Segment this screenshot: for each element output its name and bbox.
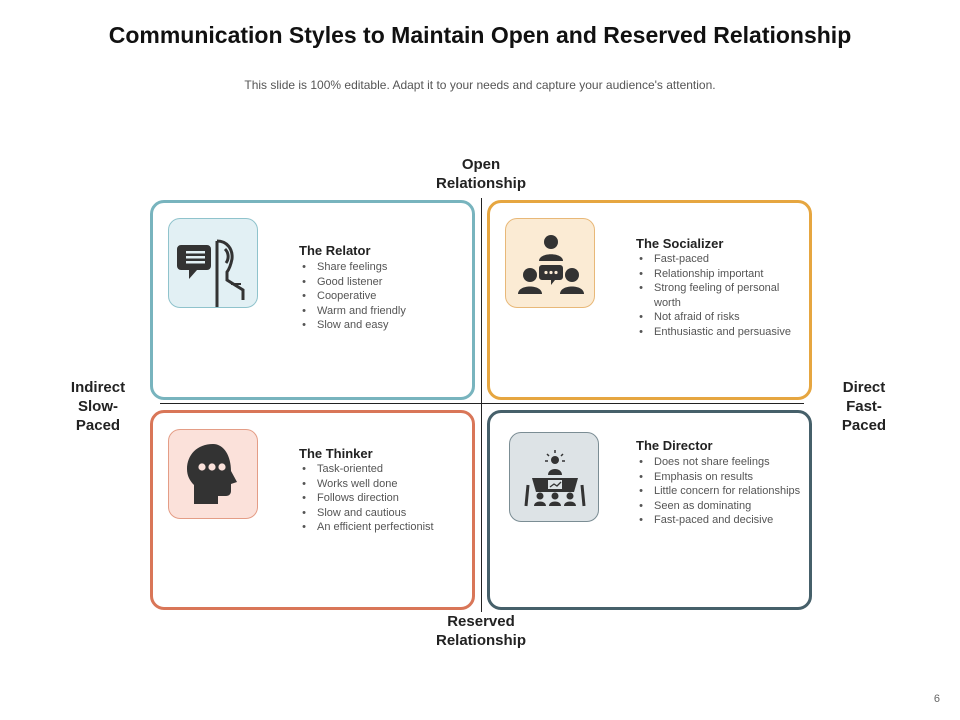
list-item: Good listener — [299, 275, 469, 290]
heading-socializer: The Socializer — [636, 236, 724, 251]
axis-label-left-line: Slow- — [78, 398, 118, 415]
axis-label-right-line: Paced — [841, 417, 887, 434]
vertical-axis — [481, 198, 482, 612]
axis-label-right-line: Fast- — [846, 398, 882, 415]
axis-label-right-line: Direct — [842, 379, 886, 396]
meeting-table-icon — [509, 432, 599, 522]
axis-label-left-line: Indirect — [70, 379, 126, 396]
thinking-head-icon — [168, 429, 258, 519]
axis-label-top-line: Relationship — [435, 175, 526, 192]
list-item: An efficient perfectionist — [299, 520, 469, 535]
list-item: Task-oriented — [299, 462, 469, 477]
list-item: Emphasis on results — [636, 470, 806, 485]
list-relator: Share feelings Good listener Cooperative… — [299, 260, 469, 333]
heading-relator: The Relator — [299, 243, 371, 258]
page-subtitle: This slide is 100% editable. Adapt it to… — [244, 78, 716, 92]
list-item: Relationship important — [636, 267, 806, 282]
axis-label-right: Direct Fast- Paced — [824, 378, 904, 435]
list-item: Enthusiastic and persuasive — [636, 325, 806, 340]
list-item: Does not share feelings — [636, 455, 806, 470]
list-item: Follows direction — [299, 491, 469, 506]
axis-label-bottom: Reserved Relationship — [421, 612, 541, 650]
group-chat-icon — [505, 218, 595, 308]
page-number: 6 — [933, 693, 940, 705]
list-item: Slow and easy — [299, 318, 469, 333]
axis-label-left: Indirect Slow- Paced — [58, 378, 138, 435]
list-item: Fast-paced and decisive — [636, 513, 806, 528]
list-item: Share feelings — [299, 260, 469, 275]
axis-label-top: Open Relationship — [421, 155, 541, 193]
horizontal-axis — [160, 403, 804, 404]
list-item: Slow and cautious — [299, 506, 469, 521]
axis-label-bottom-line: Relationship — [435, 632, 526, 649]
axis-label-left-line: Paced — [75, 417, 121, 434]
list-socializer: Fast-paced Relationship important Strong… — [636, 252, 806, 339]
list-item: Strong feeling of personal worth — [636, 281, 806, 310]
list-item: Little concern for relationships — [636, 484, 806, 499]
heading-director: The Director — [636, 438, 713, 453]
axis-label-bottom-line: Reserved — [447, 613, 515, 630]
speech-bubble-person-icon — [168, 218, 258, 308]
list-item: Not afraid of risks — [636, 310, 806, 325]
list-thinker: Task-oriented Works well done Follows di… — [299, 462, 469, 535]
list-item: Fast-paced — [636, 252, 806, 267]
axis-label-top-line: Open — [461, 156, 501, 173]
list-item: Seen as dominating — [636, 499, 806, 514]
page-title: Communication Styles to Maintain Open an… — [108, 22, 852, 48]
list-item: Warm and friendly — [299, 304, 469, 319]
list-item: Works well done — [299, 477, 469, 492]
heading-thinker: The Thinker — [299, 446, 373, 461]
list-director: Does not share feelings Emphasis on resu… — [636, 455, 806, 528]
list-item: Cooperative — [299, 289, 469, 304]
